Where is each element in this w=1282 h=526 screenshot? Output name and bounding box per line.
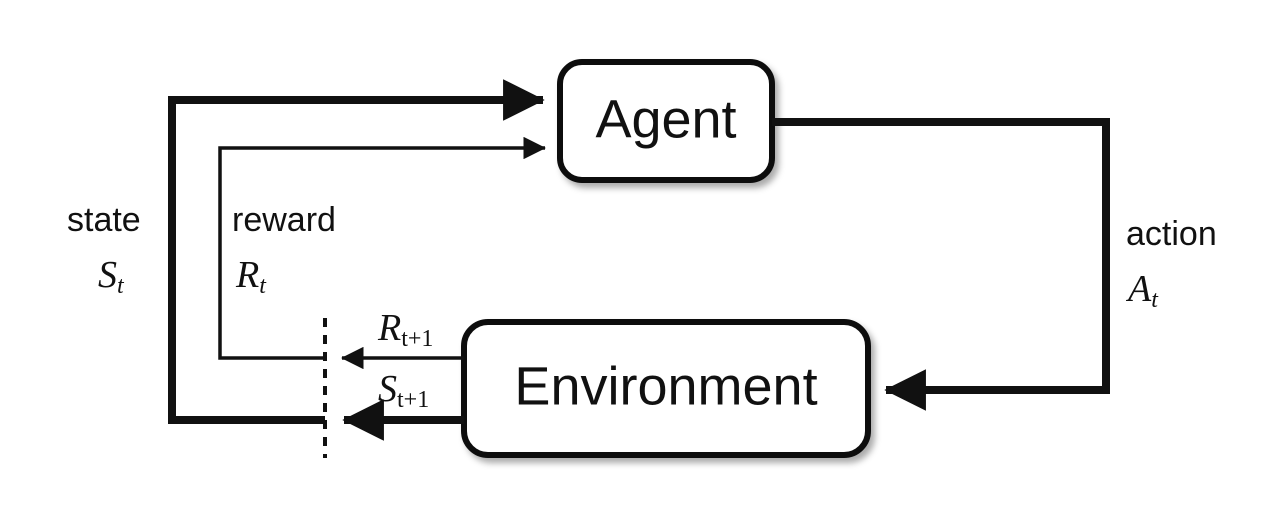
reward-next-label: Rt+1 — [377, 307, 433, 352]
reward-label-group: reward Rt — [232, 201, 336, 299]
agent-label: Agent — [595, 89, 736, 149]
reward-word-label: reward — [232, 201, 336, 239]
state-next-subscript-glyph: t+1 — [397, 387, 429, 413]
state-next-label: St+1 — [378, 368, 429, 413]
state-subscript-glyph: t — [117, 273, 125, 299]
state-label-group: state St — [67, 201, 141, 299]
reward-path-arrow — [218, 136, 546, 360]
reward-symbol-label: Rt — [235, 254, 267, 299]
state-symbol-label: St — [98, 254, 125, 299]
state-path-arrow — [168, 79, 545, 424]
state-word-label: state — [67, 201, 141, 239]
action-subscript-glyph: t — [1151, 287, 1159, 313]
state-symbol-glyph: S — [98, 254, 117, 296]
reward-subscript-glyph: t — [259, 273, 267, 299]
node-agent[interactable]: Agent — [557, 59, 775, 183]
action-label-group: action At — [1125, 215, 1217, 313]
reward-next-symbol-glyph: R — [377, 307, 401, 349]
action-symbol-glyph: A — [1125, 268, 1152, 310]
environment-box[interactable] — [461, 319, 871, 458]
reward-next-subscript-glyph: t+1 — [401, 326, 433, 352]
environment-label: Environment — [514, 356, 817, 416]
node-environment[interactable]: Environment — [461, 319, 871, 458]
action-symbol-label: At — [1125, 268, 1159, 313]
reward-symbol-glyph: R — [235, 254, 259, 296]
action-path-arrow — [772, 118, 1110, 411]
state-next-symbol-glyph: S — [378, 368, 397, 410]
action-word-label: action — [1126, 215, 1217, 253]
